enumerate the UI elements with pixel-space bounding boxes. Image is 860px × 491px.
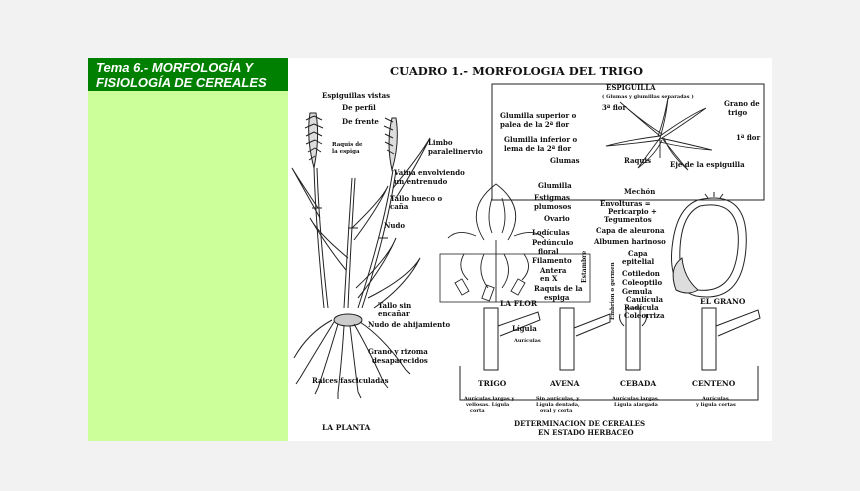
cereal-name-cebada: CEBADA bbox=[620, 379, 656, 388]
grain-drawing bbox=[671, 192, 747, 298]
label-glumilla-superior: Glumilla superior o bbox=[500, 111, 577, 120]
label-albumen: Albumen harinoso bbox=[593, 237, 666, 246]
label-raquis-2: la espiga bbox=[332, 149, 360, 155]
label-capa-epitelial: Capa bbox=[628, 249, 648, 258]
label-radicula: Radícula bbox=[624, 303, 659, 312]
desc-avena-3: oval y corta bbox=[540, 408, 573, 414]
label-glumilla-superior-2: palea de la 2ª flor bbox=[500, 120, 569, 129]
desc-avena-1: Sin aurículas, y bbox=[536, 395, 580, 402]
caption-planta: LA PLANTA bbox=[322, 423, 370, 432]
label-gemula: Gemula bbox=[622, 287, 653, 296]
label-estambre: Estambre bbox=[581, 251, 588, 283]
label-embrion: Embrion o germen bbox=[610, 262, 616, 320]
desc-centeno-2: y lígula cortas bbox=[695, 401, 736, 408]
label-envolturas-2: Pericarpio + bbox=[608, 207, 657, 216]
cereals-drawing bbox=[459, 307, 761, 401]
label-espiguillas: Espiguillas vistas bbox=[322, 91, 390, 100]
label-eje: Eje de la espiguilla bbox=[670, 160, 745, 169]
caption-grano: EL GRANO bbox=[700, 297, 746, 306]
label-estigmas: Estigmas bbox=[534, 193, 570, 202]
desc-avena-2: Lígula dentada, bbox=[536, 401, 580, 408]
label-ligula: Lígula bbox=[512, 324, 537, 333]
label-coleoptilo: Coleoptilo bbox=[622, 278, 662, 287]
wheat-morphology-figure: CUADRO 1.- MORFOLOGIA DEL TRIGO Espiguil… bbox=[288, 58, 772, 441]
label-primera-flor: 1ª flor bbox=[736, 133, 760, 142]
label-frente: De frente bbox=[342, 117, 379, 126]
label-raices: Raices fasciculadas bbox=[312, 376, 389, 385]
label-coleorriza: Coleorriza bbox=[624, 311, 665, 320]
cereal-name-avena: AVENA bbox=[549, 379, 580, 388]
label-tallo-2: caña bbox=[390, 202, 409, 211]
figure-heading: CUADRO 1.- MORFOLOGIA DEL TRIGO bbox=[390, 64, 643, 78]
label-glumilla-inferior: Glumilla inferior o bbox=[504, 135, 577, 144]
cereal-name-centeno: CENTENO bbox=[692, 379, 736, 388]
desc-cebada-2: Lígula alargada bbox=[614, 401, 659, 408]
label-pedunculo-2: floral bbox=[538, 247, 559, 256]
desc-trigo-1: Aurículas largas y bbox=[463, 395, 515, 402]
label-capa-epitelial-2: epitelial bbox=[622, 257, 655, 266]
label-raquis-espiguilla: Raquis bbox=[624, 156, 651, 165]
espiguilla-drawing bbox=[605, 97, 713, 171]
label-tercera-flor: 3ª flor bbox=[602, 103, 626, 112]
slide-title-line1: Tema 6.- MORFOLOGÍA Y bbox=[96, 60, 253, 75]
label-nudo-ahijamiento: Nudo de ahijamiento bbox=[368, 320, 450, 329]
flower-panel: Glumilla Estigmas plumosos Ovario Lodícu… bbox=[439, 181, 591, 308]
label-glumilla-inferior-2: lema de la 2ª flor bbox=[504, 144, 571, 153]
label-auriculas: Aurículas bbox=[513, 337, 541, 344]
label-ovario: Ovario bbox=[544, 214, 570, 223]
label-grano-rizoma-2: desaparecidos bbox=[372, 356, 428, 365]
label-vaina: Vaina envolviendo bbox=[393, 168, 465, 177]
slide-title-line2: FISIOLOGÍA DE CEREALES bbox=[96, 75, 267, 90]
label-limbo: Limbo bbox=[428, 138, 453, 147]
figure-svg: CUADRO 1.- MORFOLOGIA DEL TRIGO Espiguil… bbox=[288, 58, 772, 441]
label-tallo: Tallo hueco o bbox=[390, 194, 442, 203]
desc-cebada-1: Aurículas largas. bbox=[611, 395, 660, 402]
plant-labels: Espiguillas vistas De perfil De frente R… bbox=[312, 91, 483, 432]
label-raquis: Raquis de bbox=[332, 142, 363, 148]
flower-drawing bbox=[447, 183, 545, 302]
label-antera-2: en X bbox=[540, 274, 558, 283]
label-raquis-flor-2: espiga bbox=[544, 293, 570, 302]
cereal-name-trigo: TRIGO bbox=[478, 379, 507, 388]
label-perfil: De perfil bbox=[342, 103, 376, 112]
label-nudo: Nudo bbox=[384, 221, 405, 230]
label-antera: Antera bbox=[539, 266, 567, 275]
cereals-panel: Lígula Aurículas TRIGO AVENA CEBADA CENT… bbox=[459, 307, 761, 437]
label-glumilla: Glumilla bbox=[538, 181, 572, 190]
label-vaina-2: un entrenudo bbox=[394, 177, 448, 186]
espiguilla-panel: ESPIGUILLA ( Glumas y glumillas separada… bbox=[491, 83, 765, 201]
label-tallo-sin-2: encañar bbox=[378, 309, 410, 318]
espiguilla-subtitle: ( Glumas y glumillas separadas ) bbox=[602, 93, 694, 100]
label-grano-trigo-2: trigo bbox=[728, 108, 747, 117]
label-limbo-2: paralelinervio bbox=[428, 147, 483, 156]
label-grano-trigo: Grano de bbox=[724, 99, 760, 108]
label-caulicula: Caulícula bbox=[626, 295, 664, 304]
label-mechon: Mechón bbox=[624, 187, 655, 196]
label-tallo-sin: Tallo sin bbox=[378, 301, 411, 310]
label-lodiculas: Lodículas bbox=[532, 228, 570, 237]
label-grano-rizoma: Grano y rizoma bbox=[368, 347, 428, 356]
label-envolturas: Envolturas = bbox=[600, 199, 651, 208]
label-estigmas-2: plumosos bbox=[534, 202, 571, 211]
desc-trigo-3: corta bbox=[470, 408, 485, 414]
desc-trigo-2: vellosas. Lígula bbox=[465, 401, 510, 408]
label-envolturas-3: Tegumentos bbox=[604, 215, 652, 224]
label-pedunculo: Pedúnculo bbox=[532, 238, 574, 247]
caption-cereales: DETERMINACION DE CEREALES bbox=[514, 419, 645, 428]
label-raquis-flor: Raquis de la bbox=[534, 284, 583, 293]
grain-panel: Mechón Envolturas = Pericarpio + Tegumen… bbox=[593, 187, 747, 320]
caption-cereales-2: EN ESTADO HERBACEO bbox=[538, 428, 634, 437]
desc-centeno-1: Aurículas bbox=[701, 395, 729, 402]
left-green-panel bbox=[88, 58, 288, 441]
espiguilla-title: ESPIGUILLA bbox=[606, 83, 656, 92]
label-cotiledon: Cotiledon bbox=[622, 269, 660, 278]
label-capa-aleurona: Capa de aleurona bbox=[596, 226, 665, 235]
caption-flor: LA FLOR bbox=[500, 299, 538, 308]
label-filamento: Filamento bbox=[532, 256, 572, 265]
label-glumas: Glumas bbox=[550, 156, 580, 165]
plant-drawing bbox=[291, 112, 431, 399]
